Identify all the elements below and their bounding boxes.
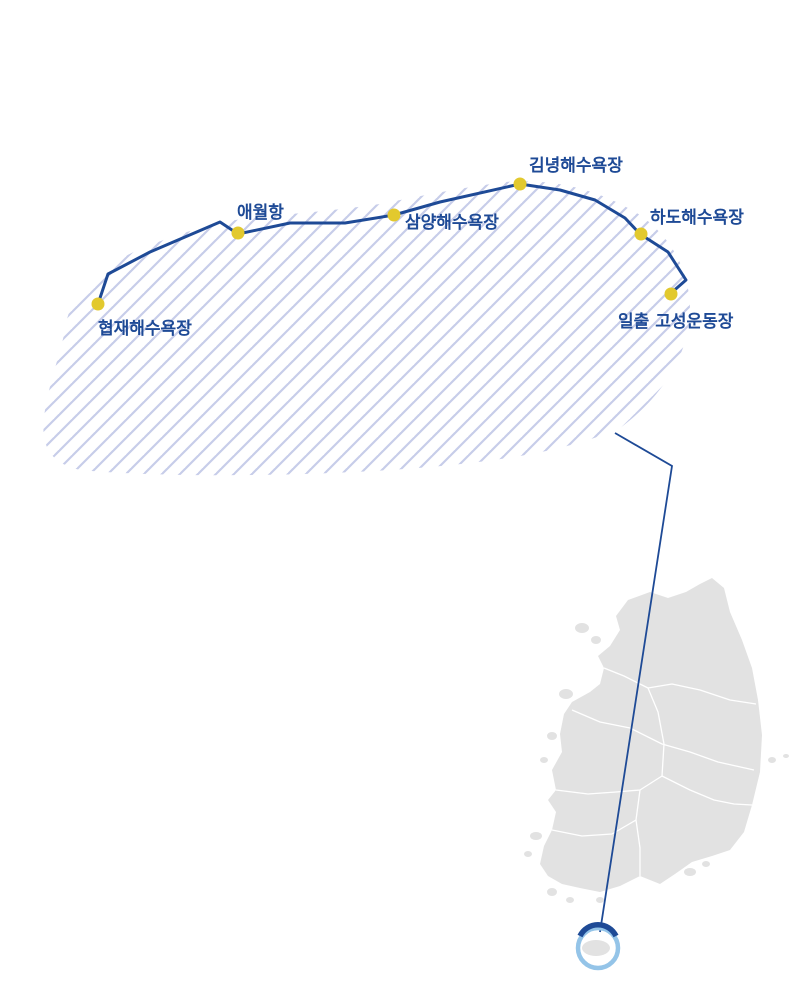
- stop-label: 일출 고성운동장: [618, 312, 734, 332]
- stop-hado: 하도해수욕장: [634, 208, 744, 241]
- stop-ilchul-goseong: 일출 고성운동장: [618, 287, 734, 332]
- route-stops: 협재해수욕장 애월항 삼양해수욕장 김녕해수욕장 하도해수욕장 일출 고성운동장: [91, 155, 744, 339]
- korea-region-borders: [551, 667, 757, 876]
- coastal-route-line: [96, 182, 688, 306]
- stop-label: 하도해수욕장: [650, 208, 744, 228]
- stop-marker: [634, 227, 648, 241]
- stop-marker: [664, 287, 678, 301]
- stop-gimnyeong: 김녕해수욕장: [513, 155, 623, 191]
- leader-line: [599, 432, 673, 933]
- stop-marker: [91, 297, 105, 311]
- jeju-location-marker: [575, 922, 621, 971]
- korea-islands: [524, 623, 789, 903]
- stop-samyang: 삼양해수욕장: [387, 208, 499, 233]
- stop-label: 김녕해수욕장: [529, 155, 623, 176]
- korea-mainland: [540, 578, 762, 892]
- stop-label: 삼양해수욕장: [405, 213, 499, 233]
- stop-label: 애월항: [237, 202, 284, 223]
- stop-label: 협재해수욕장: [98, 318, 192, 339]
- stop-marker: [231, 226, 245, 240]
- stop-marker: [387, 208, 401, 222]
- stop-hyeopjae: 협재해수욕장: [91, 297, 192, 339]
- island-hatch-area: [43, 181, 691, 476]
- stop-aewol: 애월항: [231, 202, 284, 240]
- stop-marker: [513, 177, 527, 191]
